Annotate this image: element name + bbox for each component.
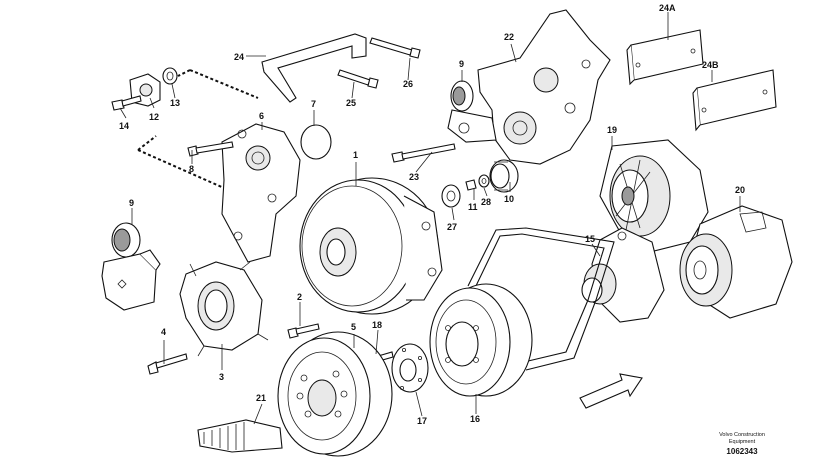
poly-v-belt	[467, 227, 615, 371]
bolt-8	[187, 141, 234, 157]
leader-lines	[119, 12, 741, 425]
callout-10: 10	[504, 194, 514, 204]
callout-26: 26	[403, 79, 413, 89]
bracket-24b	[692, 69, 777, 132]
bracket-24	[261, 33, 367, 103]
callout-5: 5	[351, 322, 356, 332]
callout-24a: 24A	[659, 3, 676, 13]
bolt-23	[391, 143, 456, 163]
callout-17: 17	[417, 416, 427, 426]
plate-17	[391, 343, 429, 393]
callout-9-upper: 9	[459, 59, 464, 69]
washer-28	[478, 174, 490, 188]
callout-25: 25	[346, 98, 356, 108]
callouts: 1 2 3 4 5 6 7 8 9 9 10 11 12 13 14 15 16…	[119, 3, 745, 426]
callout-20: 20	[735, 185, 745, 195]
callout-16: 16	[470, 414, 480, 424]
callout-18: 18	[372, 320, 382, 330]
callout-2: 2	[297, 292, 302, 302]
bolt-4	[147, 353, 188, 375]
direction-arrow	[579, 373, 643, 409]
callout-22: 22	[504, 32, 514, 42]
reference-stamp: Volvo Construction Equipment 1062343	[719, 432, 765, 456]
callout-27: 27	[447, 222, 457, 232]
bolt-14	[111, 95, 142, 111]
crank-pulley-16	[429, 283, 533, 397]
idler-pulley-10	[489, 159, 519, 193]
bracket-6	[221, 123, 301, 263]
bolt-11	[465, 179, 477, 191]
callout-19: 19	[607, 125, 617, 135]
callout-1: 1	[353, 150, 358, 160]
callout-4: 4	[161, 327, 166, 337]
compressor-20	[679, 205, 793, 319]
stamp-line-2: Equipment	[729, 439, 756, 445]
callout-8: 8	[189, 164, 194, 174]
tensioner-bracket-22	[477, 9, 611, 165]
callout-24: 24	[234, 52, 244, 62]
damper-5	[277, 331, 393, 457]
damper-pulley-1	[299, 177, 443, 315]
callout-12: 12	[149, 112, 159, 122]
bolt-2	[287, 323, 320, 339]
alternator-19	[599, 139, 709, 253]
callout-6: 6	[259, 111, 264, 121]
callout-14: 14	[119, 121, 129, 131]
callout-24b: 24B	[702, 60, 719, 70]
callout-15: 15	[585, 234, 595, 244]
callout-23: 23	[409, 172, 419, 182]
callout-3: 3	[219, 372, 224, 382]
bolt-26	[369, 37, 421, 59]
bolt-25	[337, 69, 379, 89]
callout-28: 28	[481, 197, 491, 207]
tensioner-9-upper	[447, 80, 497, 143]
tensioner-9-lower	[101, 222, 161, 311]
callout-7: 7	[311, 99, 316, 109]
belt-section-21	[197, 419, 283, 453]
callout-21: 21	[256, 393, 266, 403]
flex-coupling-3	[179, 261, 269, 357]
washer-13	[162, 67, 178, 85]
callout-11: 11	[468, 202, 478, 212]
callout-9-lower: 9	[129, 198, 134, 208]
cover-27	[441, 184, 461, 208]
o-ring-7	[300, 124, 332, 160]
group-frame	[137, 69, 259, 197]
stamp-line-1: Volvo Construction	[719, 432, 765, 438]
callout-13: 13	[170, 98, 180, 108]
stamp-number: 1062343	[726, 447, 758, 456]
pump-15	[581, 227, 665, 323]
bracket-24a	[626, 29, 704, 86]
